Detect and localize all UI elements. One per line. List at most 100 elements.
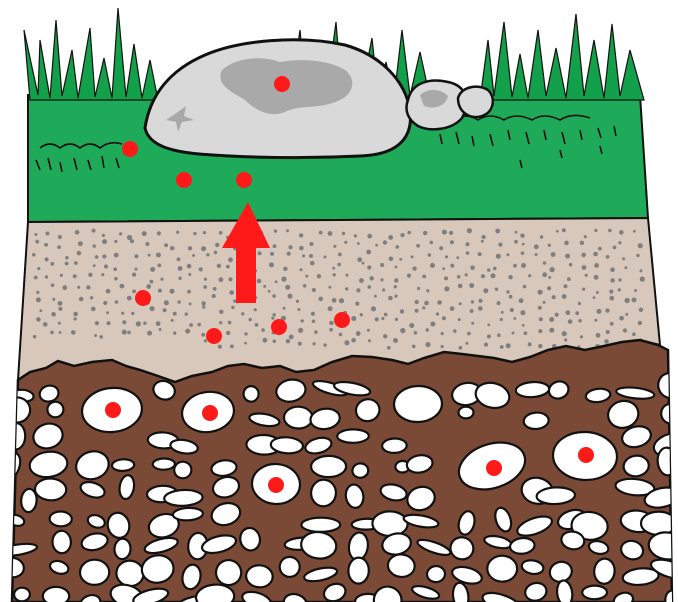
sand-grain	[399, 258, 402, 261]
sand-grain	[482, 235, 486, 239]
sand-grain	[618, 288, 621, 291]
sand-grain	[400, 233, 404, 237]
stone	[164, 489, 203, 506]
sand-grain	[542, 272, 547, 277]
sand-grain	[188, 246, 192, 250]
sand-grain	[613, 246, 617, 250]
sand-grain	[319, 231, 323, 235]
sand-grain	[173, 312, 177, 316]
red-dot	[202, 405, 218, 421]
sand-grain	[426, 328, 429, 331]
sand-grain	[394, 285, 397, 288]
sand-grain	[254, 308, 257, 311]
sand-grain	[593, 296, 596, 299]
sand-grain	[51, 312, 56, 317]
sand-grain	[444, 276, 448, 280]
sand-grain	[528, 342, 532, 346]
sand-grain	[202, 306, 205, 309]
sand-grain	[65, 262, 69, 266]
sand-grain	[638, 243, 643, 248]
sand-grain	[148, 254, 151, 257]
sand-grain	[467, 228, 472, 233]
sand-grain	[481, 240, 484, 243]
sand-grain	[201, 333, 205, 337]
sand-grain	[562, 331, 567, 336]
stone	[523, 412, 549, 430]
sand-grain	[214, 251, 218, 255]
sand-grain	[356, 288, 360, 292]
stone	[352, 463, 369, 479]
sand-grain	[624, 266, 627, 269]
sand-grain	[412, 266, 416, 270]
sand-grain	[201, 246, 206, 251]
sand-grain	[450, 240, 454, 244]
sand-grain	[549, 317, 554, 322]
sand-grain	[333, 245, 336, 248]
sand-grain	[513, 264, 517, 268]
sand-grain	[60, 274, 63, 277]
sand-grain	[106, 289, 111, 294]
sand-grain	[575, 311, 579, 315]
sand-grain	[495, 288, 498, 291]
sand-grain	[339, 298, 344, 303]
sand-grain	[618, 278, 621, 281]
sand-grain	[370, 276, 374, 280]
sand-grain	[231, 306, 234, 309]
sand-grain	[471, 322, 474, 325]
sand-grain	[58, 235, 62, 239]
sand-grain	[164, 300, 169, 305]
sand-grain	[233, 300, 236, 303]
red-dot	[578, 447, 594, 463]
sand-grain	[113, 267, 117, 271]
sand-grain	[249, 318, 252, 321]
red-dot	[176, 172, 192, 188]
sand-grain	[437, 300, 442, 305]
sand-grain	[51, 283, 55, 287]
stone	[582, 585, 607, 599]
sand-grain	[538, 306, 542, 310]
sand-grain	[310, 242, 314, 246]
sand-grain	[547, 286, 551, 290]
sand-grain	[371, 306, 376, 311]
sand-grain	[636, 254, 639, 257]
sand-grain	[346, 274, 349, 277]
sand-grain	[178, 277, 181, 280]
sand-grain	[283, 307, 286, 310]
sand-grain	[388, 235, 393, 240]
sand-grain	[483, 288, 488, 293]
sand-grain	[215, 243, 219, 247]
sand-grain	[422, 306, 425, 309]
sand-grain	[382, 288, 385, 291]
sand-grain	[312, 342, 315, 345]
sand-grain	[351, 316, 356, 321]
sand-grain	[273, 313, 276, 316]
sand-grain	[538, 344, 542, 348]
sand-grain	[596, 333, 601, 338]
sand-grain	[332, 267, 335, 270]
sand-grain	[441, 345, 444, 348]
sand-grain	[263, 285, 266, 288]
sand-grain	[275, 280, 278, 283]
sand-grain	[206, 253, 209, 256]
sand-grain	[550, 267, 555, 272]
sand-grain	[39, 309, 42, 312]
sand-grain	[218, 345, 222, 349]
sand-grain	[470, 309, 474, 313]
sand-grain	[45, 232, 49, 236]
sand-grain	[71, 330, 76, 335]
sand-grain	[58, 301, 63, 306]
stone	[52, 530, 71, 553]
sand-grain	[442, 267, 445, 270]
sand-grain	[88, 273, 92, 277]
sand-grain	[317, 274, 321, 278]
sand-grain	[328, 306, 333, 311]
sand-grain	[102, 239, 107, 244]
sand-grain	[597, 309, 602, 314]
sand-grain	[146, 284, 151, 289]
sand-grain	[177, 258, 181, 262]
sand-grain	[309, 254, 313, 258]
sand-grain	[610, 278, 614, 282]
sand-grain	[383, 334, 387, 338]
sand-grain	[203, 285, 207, 289]
sand-grain	[514, 240, 518, 244]
